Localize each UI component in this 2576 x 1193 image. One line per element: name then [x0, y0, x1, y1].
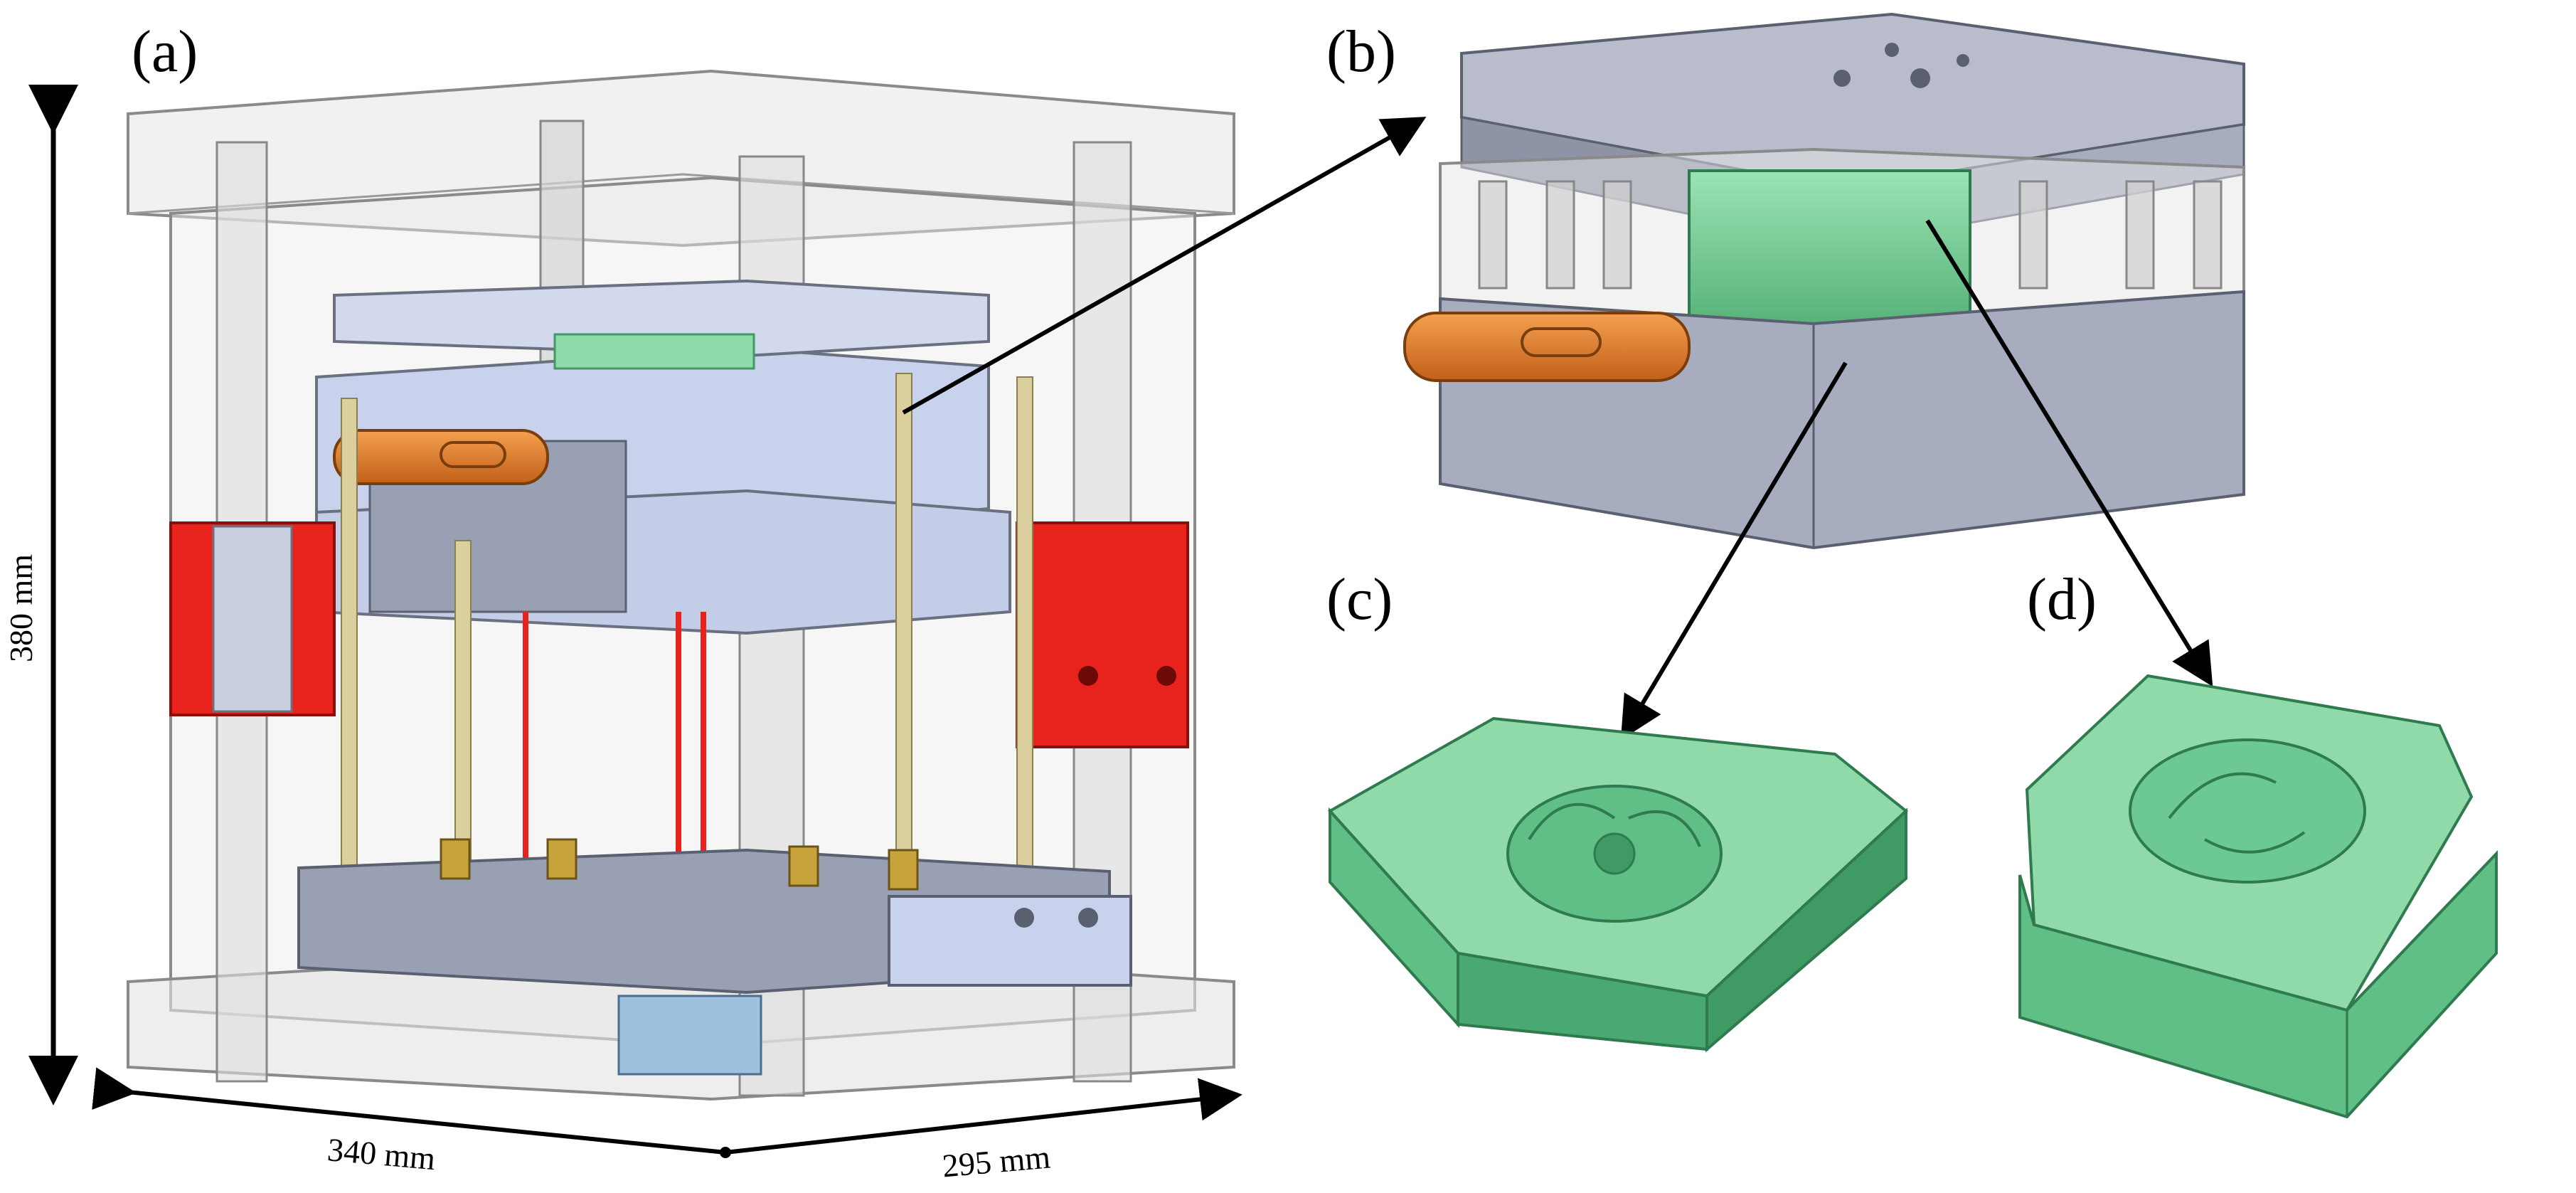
ejector-bushing [888, 849, 919, 891]
dimension-height: 380 mm [3, 85, 78, 1105]
label-c: (c) [1326, 566, 1393, 632]
side-block [888, 895, 1132, 987]
slider [333, 429, 549, 485]
ejector-rod [895, 373, 912, 886]
panel-c-part [1327, 716, 1909, 1053]
ejector-pin [701, 612, 706, 882]
label-d: (d) [2027, 566, 2097, 632]
panel-b-mould-core [1403, 12, 2245, 550]
panel-a-mould-assembly [127, 69, 1235, 1101]
part-d-cavity [2129, 738, 2366, 884]
top-plate-edge [127, 173, 1235, 215]
arrow-a-to-b [902, 117, 1427, 415]
right-clamp [1016, 521, 1189, 748]
ejector-rod [454, 540, 472, 869]
sprue-bushing [617, 995, 762, 1076]
arrow-b-to-d [1925, 219, 2213, 687]
width-label: 340 mm [326, 1131, 437, 1177]
ejector-bushing [546, 838, 578, 880]
height-label: 380 mm [3, 554, 39, 662]
core-slider [1403, 312, 1691, 382]
ejector-rod [341, 398, 358, 869]
green-insert [553, 333, 755, 370]
arrow-b-to-c [1620, 361, 1848, 741]
label-b: (b) [1326, 18, 1396, 85]
dimension-width: 340 mm [92, 1067, 726, 1177]
ejector-rod [1016, 376, 1033, 876]
depth-label: 295 mm [941, 1138, 1052, 1184]
ejector-bushing [788, 845, 819, 887]
ejector-pin [523, 612, 528, 882]
dimension-depth: 295 mm [720, 1078, 1242, 1184]
ejector-bushing [440, 838, 471, 880]
label-a: (a) [132, 18, 198, 85]
insert-plate [333, 279, 990, 358]
ejector-pin [676, 612, 681, 882]
left-clamp [169, 521, 336, 716]
panel-d-insert [2018, 674, 2498, 1119]
